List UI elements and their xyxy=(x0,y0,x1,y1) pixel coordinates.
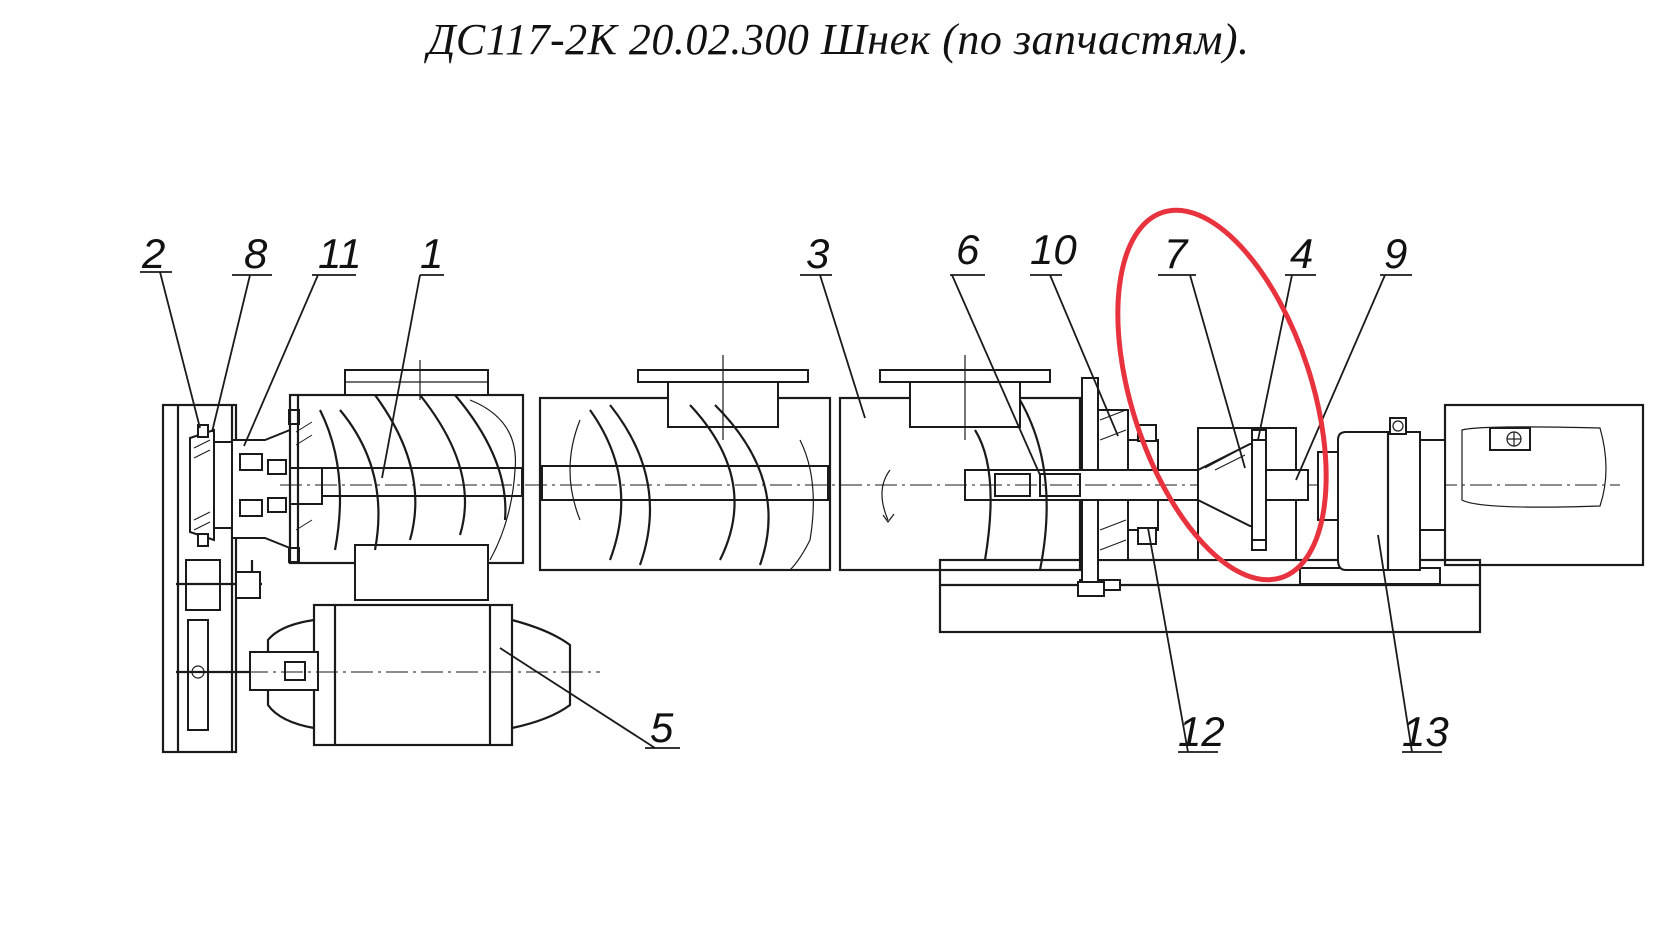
left-bearing-housing xyxy=(189,409,323,563)
auger-trough-2 xyxy=(538,355,832,572)
callout-12: 12 xyxy=(1178,708,1225,755)
tensioner-pulleys xyxy=(176,559,310,731)
drawing-title: ДС117-2К 20.02.300 Шнек (по запчастям). xyxy=(427,15,1250,64)
electric-motor-5 xyxy=(176,603,600,747)
callout-8: 8 xyxy=(244,230,268,277)
callout-3: 3 xyxy=(806,230,829,277)
callout-2: 2 xyxy=(141,230,165,277)
callout-9: 9 xyxy=(1384,230,1407,277)
callout-leaders xyxy=(140,271,1442,753)
callout-5: 5 xyxy=(650,704,674,751)
callout-7: 7 xyxy=(1164,230,1189,277)
callout-13: 13 xyxy=(1402,708,1449,755)
electric-motor-drive xyxy=(1419,403,1645,567)
auger-trough-1 xyxy=(288,360,525,601)
callout-labels: 2 8 11 1 3 6 10 7 4 9 5 12 13 xyxy=(141,226,1449,755)
highlight-ellipse xyxy=(1115,207,1329,583)
callout-11: 11 xyxy=(318,230,362,277)
gearbox xyxy=(1317,417,1421,571)
coupling-part-7-4 xyxy=(1197,427,1309,561)
callout-10: 10 xyxy=(1030,226,1077,273)
callout-1: 1 xyxy=(420,230,443,277)
callout-6: 6 xyxy=(956,226,980,273)
callout-4: 4 xyxy=(1290,230,1313,277)
